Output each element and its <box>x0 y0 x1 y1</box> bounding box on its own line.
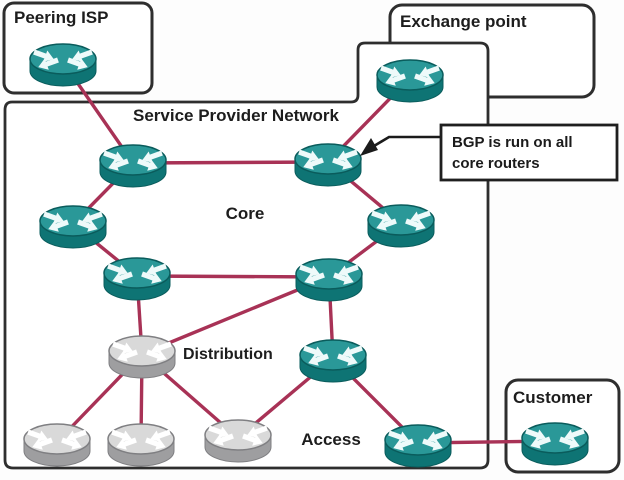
access-zone-label: Access <box>301 430 361 449</box>
router-icon-distribution-router <box>108 335 176 379</box>
customer-label: Customer <box>513 388 593 407</box>
bgp-callout-arrow-icon <box>360 135 441 156</box>
router-icon-customer-router <box>521 422 589 466</box>
router-icon-access-router-2 <box>107 423 175 467</box>
router-icon-core-bottom-left <box>103 257 171 301</box>
router-icon-core-left <box>39 205 107 249</box>
router-icon-access-router-1 <box>23 423 91 467</box>
router-icon-core-bottom-right <box>295 258 363 302</box>
bgp-callout-line1: BGP is run on all <box>452 134 573 151</box>
exchange-point-label: Exchange point <box>400 12 527 31</box>
core-zone-label: Core <box>225 204 265 223</box>
bgp-callout-box <box>439 123 619 182</box>
bgp-callout-line2: core routers <box>452 155 540 172</box>
router-icon-core-top-left <box>99 144 167 188</box>
distribution-zone-label: Distribution <box>183 346 273 363</box>
router-icon-distribution-right-router <box>299 339 367 383</box>
peering-isp-label: Peering ISP <box>14 8 109 27</box>
nodes-layer <box>23 43 589 468</box>
router-icon-peering-router <box>29 43 97 87</box>
service-provider-network-label: Service Provider Network <box>133 106 339 125</box>
router-icon-access-edge-router <box>384 424 452 468</box>
bgp-callout-text: BGP is run on all core routers <box>441 125 617 180</box>
router-icon-access-router-3 <box>204 419 272 463</box>
router-icon-exchange-router <box>376 59 444 103</box>
router-icon-core-top-right <box>294 143 362 187</box>
router-icon-core-right <box>367 204 435 248</box>
